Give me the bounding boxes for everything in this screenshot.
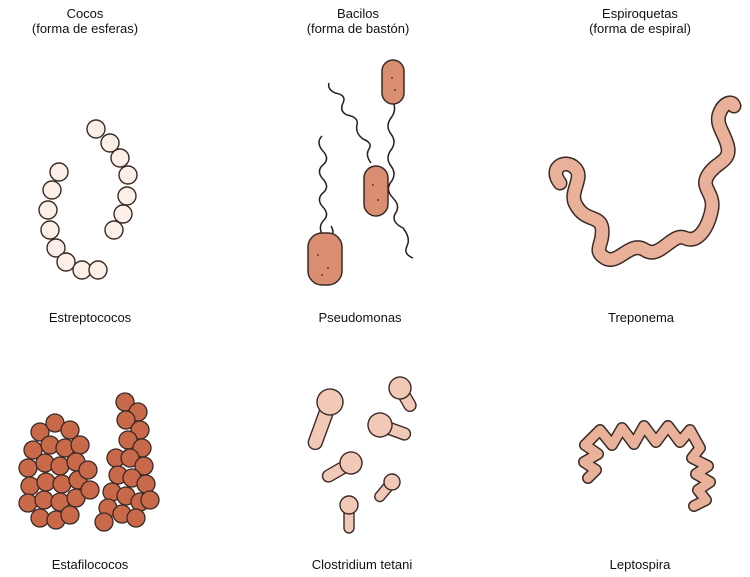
coccus-cell	[49, 162, 69, 182]
staph-cell	[60, 420, 80, 440]
coccus-cell	[42, 180, 62, 200]
staph-cell	[30, 508, 50, 528]
staph-cell	[126, 508, 146, 528]
staph-cell	[20, 476, 40, 496]
coccus-cell	[118, 165, 138, 185]
coccus-cell	[110, 148, 130, 168]
treponema-illustration	[548, 95, 742, 267]
column-header-spirochetes: Espiroquetas (forma de espiral)	[540, 6, 740, 36]
label-clostridium-tetani: Clostridium tetani	[311, 557, 413, 572]
staphylococci-illustration	[18, 392, 160, 532]
coccus-cell	[86, 119, 106, 139]
staph-cell	[30, 422, 50, 442]
coccus-cell	[38, 200, 58, 220]
pseudomonas-rods	[307, 59, 405, 286]
column-title: Bacilos	[337, 6, 379, 21]
label-treponema: Treponema	[608, 310, 674, 325]
label-leptospira: Leptospira	[609, 557, 671, 572]
label-pseudomonas: Pseudomonas	[318, 310, 402, 325]
column-header-bacilli: Bacilos (forma de bastón)	[258, 6, 458, 36]
coccus-cell	[40, 220, 60, 240]
coccus-cell	[113, 204, 133, 224]
column-subtitle: (forma de bastón)	[306, 21, 410, 36]
column-subtitle: (forma de esferas)	[31, 21, 139, 36]
staph-cell	[140, 490, 160, 510]
staph-cell	[78, 460, 98, 480]
staph-cell	[136, 474, 156, 494]
coccus-cell	[100, 133, 120, 153]
coccus-cell	[88, 260, 108, 280]
staph-cell	[80, 480, 100, 500]
pseudomonas-dots	[317, 77, 396, 276]
staph-cell	[34, 490, 54, 510]
coccus-cell	[46, 238, 66, 258]
staph-cell	[116, 410, 136, 430]
staph-cell	[70, 435, 90, 455]
column-title: Espiroquetas	[602, 6, 678, 21]
clostridium-tetani-illustration	[307, 376, 417, 534]
label-staphylococci: Estafilococos	[51, 557, 129, 572]
staph-cell	[60, 505, 80, 525]
label-streptococci: Estreptococos	[48, 310, 132, 325]
column-header-cocci: Cocos (forma de esferas)	[0, 6, 185, 36]
staph-cell	[52, 474, 72, 494]
coccus-cell	[104, 220, 124, 240]
pseudomonas-illustration	[318, 82, 414, 259]
staph-cell	[50, 456, 70, 476]
staph-cell	[36, 472, 56, 492]
staph-cell	[94, 512, 114, 532]
streptococci-illustration	[38, 119, 138, 280]
column-title: Cocos	[66, 6, 104, 21]
coccus-cell	[117, 186, 137, 206]
coccus-cell	[56, 252, 76, 272]
staph-cell	[18, 458, 38, 478]
leptospira-illustration	[578, 420, 716, 512]
column-subtitle: (forma de espiral)	[589, 21, 691, 36]
staph-cell	[18, 493, 38, 513]
